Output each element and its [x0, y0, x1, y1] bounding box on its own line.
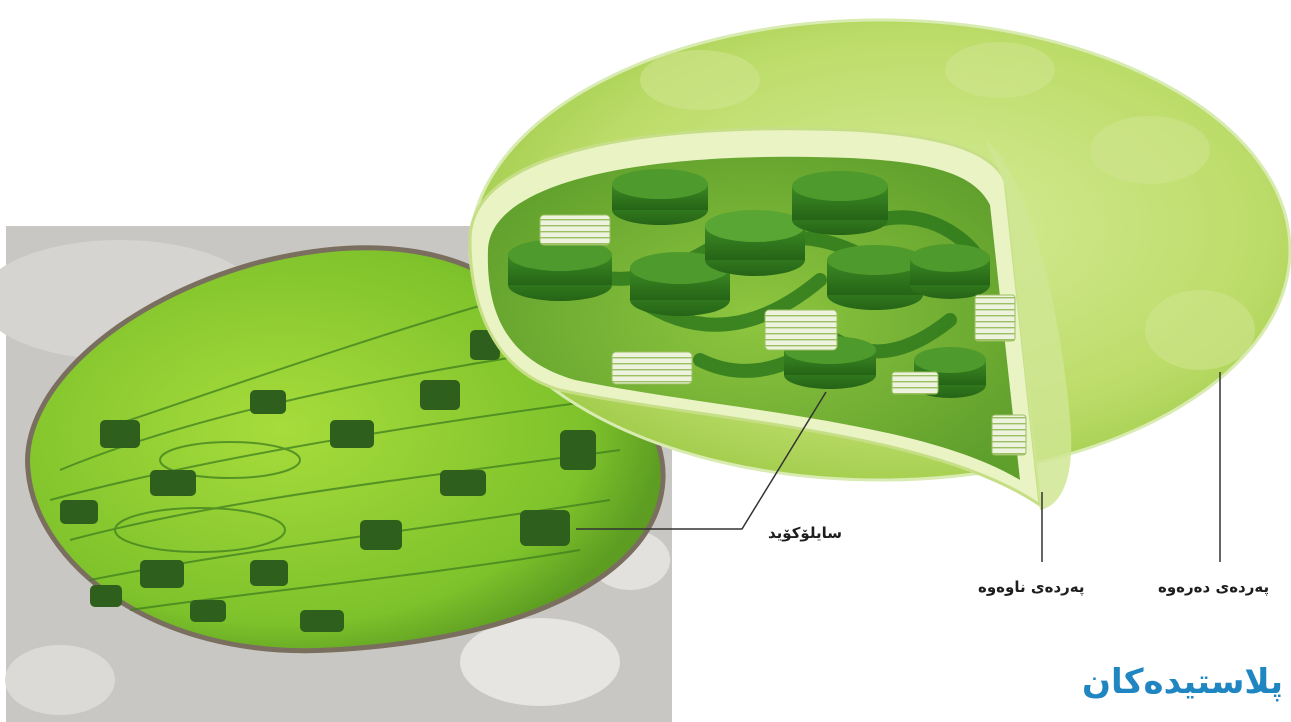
granum — [910, 244, 990, 299]
outer-membrane-label: پەردەی دەرەوە — [1158, 578, 1269, 596]
granum — [827, 245, 923, 310]
cut-granum — [540, 215, 610, 245]
vacuole — [460, 618, 620, 706]
figure-title: پلاستیدەکان — [1082, 662, 1283, 702]
cut-granum — [992, 415, 1026, 455]
thylakoid-label: سایلۆکۆید — [768, 524, 842, 542]
granum — [612, 169, 708, 225]
vacuole — [5, 645, 115, 715]
granum — [705, 210, 805, 276]
granum — [792, 171, 888, 235]
cut-granum — [612, 352, 692, 384]
inner-membrane-label: پەردەی ناوەوە — [978, 578, 1085, 596]
cut-granum — [975, 295, 1015, 341]
cut-granum — [765, 310, 837, 350]
cut-granum — [892, 372, 938, 394]
granum — [508, 239, 612, 301]
